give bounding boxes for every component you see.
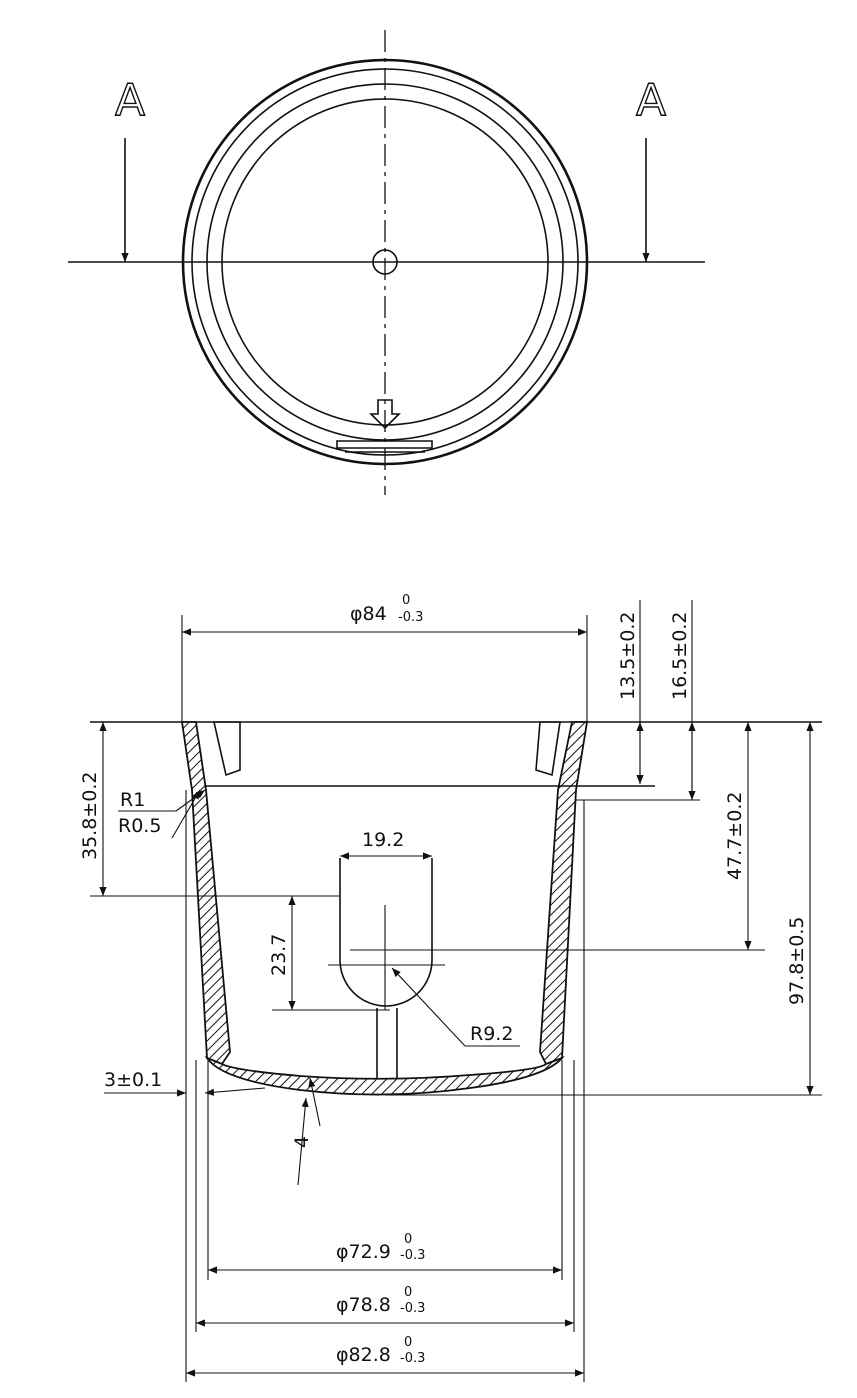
dim-788: φ78.8 (336, 1294, 391, 1316)
radius-r1: R1 (120, 789, 145, 811)
dim-788-tol: -0.3 (400, 1301, 425, 1316)
r1-leader (175, 789, 206, 812)
wall-leader-out (204, 1087, 266, 1096)
section-mark-right: A (636, 75, 666, 126)
bottom-section (204, 1055, 565, 1096)
left-wall-section (180, 721, 231, 1066)
dim-729-tol-upper: 0 (404, 1232, 412, 1247)
dim-729: φ72.9 (336, 1241, 391, 1263)
dim-84: φ84 (350, 603, 387, 625)
dim-477: 47.7±0.2 (724, 792, 746, 880)
bottom-leader-out (297, 1097, 309, 1186)
r92-leader (391, 967, 466, 1047)
dim-16: 16.5±0.2 (669, 612, 691, 700)
left-hook (212, 721, 241, 777)
dim-828-tol-upper: 0 (404, 1335, 412, 1350)
dim-828: φ82.8 (336, 1344, 391, 1366)
right-hook (535, 721, 561, 777)
dim-358: 35.8±0.2 (79, 772, 101, 860)
dim-13: 13.5±0.2 (617, 612, 639, 700)
r05-leader (171, 789, 201, 839)
top-view: A A (68, 30, 705, 495)
dim-84-tol-upper: 0 (402, 593, 410, 608)
slot-outline (339, 858, 433, 1007)
dim-192: 19.2 (362, 829, 404, 851)
dim-237: 23.7 (268, 934, 290, 976)
hollow-arrow-icon (369, 399, 401, 430)
dim-978: 97.8±0.5 (786, 917, 808, 1005)
bottom-tab (336, 440, 433, 449)
dim-828-tol: -0.3 (400, 1351, 425, 1366)
dim-84-tol: -0.3 (398, 610, 423, 625)
dim-729-tol: -0.3 (400, 1248, 425, 1263)
radius-r05: R0.5 (118, 815, 161, 837)
dim-bottom: 4 (291, 1136, 313, 1148)
bottom-leader-in (308, 1077, 321, 1127)
section-view: φ84 0 -0.3 13.5±0.2 16.5±0.2 35.8±0.2 47… (79, 593, 822, 1382)
section-mark-left: A (115, 75, 145, 126)
dim-788-tol-upper: 0 (404, 1285, 412, 1300)
radius-r92: R9.2 (470, 1023, 513, 1045)
dim-wall: 3±0.1 (104, 1069, 162, 1091)
